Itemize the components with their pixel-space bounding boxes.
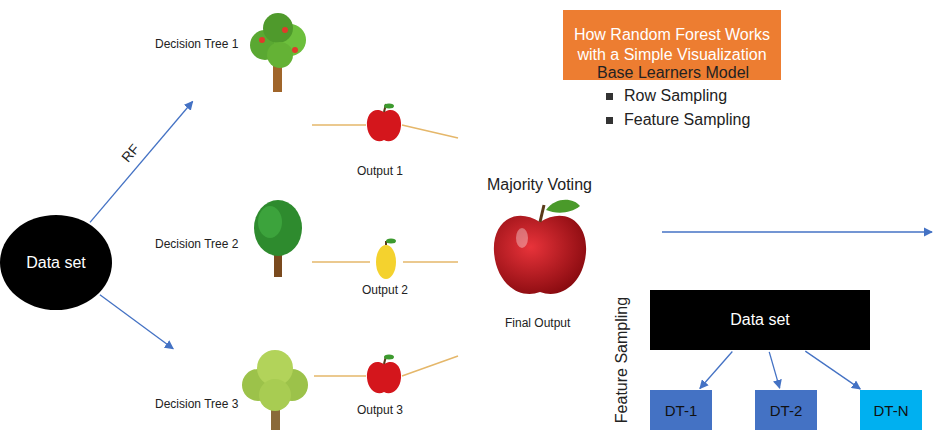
node-text: Data set bbox=[730, 311, 790, 329]
connector-arrow bbox=[90, 102, 193, 223]
connector-arrow bbox=[805, 351, 860, 389]
dataset-ellipse: Data set bbox=[0, 215, 112, 310]
node-text: DT-1 bbox=[665, 402, 698, 419]
title-text: How Random Forest Works with a Simple Vi… bbox=[573, 25, 771, 65]
tree-icon bbox=[254, 200, 302, 277]
text-label: Majority Voting bbox=[487, 176, 592, 194]
dataset-box: Data set bbox=[650, 290, 870, 350]
tree-icon bbox=[250, 13, 306, 92]
tree-box: DT-1 bbox=[650, 390, 712, 430]
node-text: Decision Tree 1 bbox=[155, 37, 238, 51]
lemon-icon bbox=[376, 239, 396, 280]
apple-icon bbox=[367, 104, 401, 142]
tree-node: Decision Tree 1 bbox=[150, 15, 310, 100]
connector-arrow bbox=[700, 352, 732, 389]
tree-icon bbox=[242, 350, 308, 430]
tree-node: Decision Tree 3 bbox=[150, 350, 315, 435]
text-label: Feature Sampling bbox=[613, 297, 631, 423]
edge-label: RF bbox=[118, 140, 144, 166]
apple-icon bbox=[494, 200, 586, 294]
text-label: Output 1 bbox=[357, 164, 403, 178]
connector-arrow bbox=[769, 352, 779, 388]
text-label: Row Sampling bbox=[624, 87, 727, 105]
tree-node: Decision Tree 2 bbox=[150, 195, 310, 285]
node-text: Decision Tree 2 bbox=[155, 237, 238, 251]
text-label: Output 2 bbox=[362, 283, 408, 297]
text-label: Final Output bbox=[505, 316, 570, 330]
node-text: DT-N bbox=[874, 402, 909, 419]
node-text: Data set bbox=[26, 254, 86, 272]
node-text: Decision Tree 3 bbox=[155, 397, 238, 411]
text-label: Feature Sampling bbox=[624, 111, 750, 129]
tree-box: DT-2 bbox=[755, 390, 817, 430]
tree-box: DT-N bbox=[860, 390, 922, 430]
text-label: Output 3 bbox=[357, 403, 403, 417]
node-text: DT-2 bbox=[770, 402, 803, 419]
text-label: Base Learners Model bbox=[597, 64, 749, 82]
apple-icon bbox=[367, 355, 401, 394]
connector-arrow bbox=[100, 295, 173, 349]
